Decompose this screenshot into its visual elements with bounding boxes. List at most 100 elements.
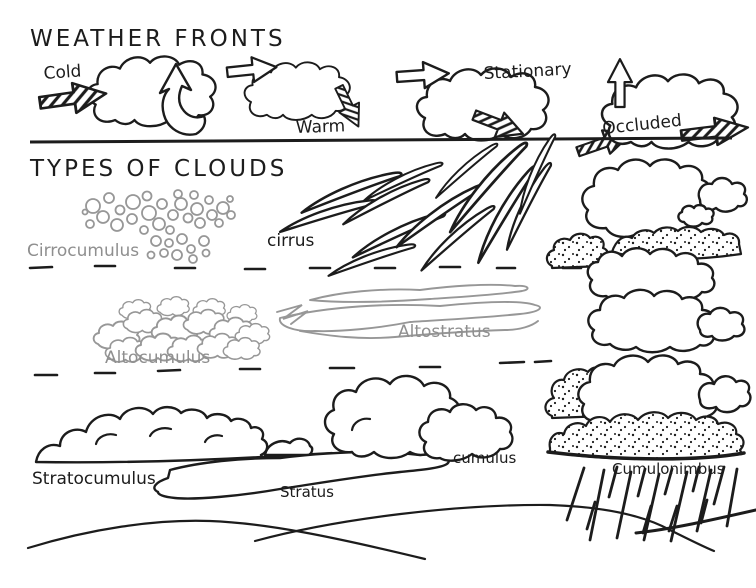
altostratus-figure: Altostratus (276, 283, 541, 342)
hill-line (253, 503, 716, 553)
cumulonimbus-puff-row (587, 288, 717, 354)
altostratus-streak (309, 283, 529, 303)
cc-dot (206, 209, 218, 221)
rain-line (607, 465, 619, 499)
altocumulus-label: Altocumulus (105, 348, 210, 368)
stratocumulus-scallop (148, 427, 173, 438)
rain-line (695, 468, 713, 533)
cc-dot (139, 225, 149, 235)
altostratus-streak (299, 320, 539, 339)
cumulonimbus-puff-row (696, 306, 746, 342)
rain-line (615, 470, 633, 540)
cc-dot (176, 233, 188, 245)
cumulonimbus-main-puff (697, 375, 752, 414)
cc-dot (216, 201, 230, 215)
altitude-dash (533, 359, 553, 364)
cc-dot (226, 195, 234, 203)
cirrus-label: cirrus (267, 231, 315, 251)
cumulus-figure: cumulus (323, 374, 517, 467)
hill-line (26, 519, 427, 561)
cumulonimbus-figure: Cumulonimbus (544, 158, 752, 543)
cirrocumulus-figure: Cirrocumulus (27, 189, 236, 264)
stratocumulus-label: Stratocumulus (32, 469, 156, 489)
rain-line (663, 467, 674, 496)
cirrus-wisp (276, 198, 381, 234)
cc-dot (141, 205, 157, 221)
weather-fronts-section: WEATHER FRONTS Cold Warm Stationary (29, 26, 751, 165)
hill-line (634, 508, 756, 535)
cc-dot (110, 218, 124, 232)
cc-dot (152, 217, 166, 231)
rain-line (565, 466, 586, 522)
cold-front-cloud (86, 55, 217, 128)
cloud-types-title: TYPES OF CLOUDS (29, 156, 287, 182)
cc-dot (194, 217, 206, 229)
cc-dot (182, 212, 194, 224)
ground-hills (26, 503, 756, 561)
stratocumulus-cloud (263, 437, 314, 457)
occluded-front-figure: Occluded (572, 58, 751, 165)
cumulus-label: cumulus (453, 449, 517, 467)
cc-dot (167, 209, 179, 221)
stationary-front-label: Stationary (483, 59, 572, 84)
cumulus-cloud (418, 403, 514, 462)
cumulonimbus-small-puff (677, 203, 715, 228)
cc-dot (186, 244, 196, 254)
stratus-label: Stratus (280, 483, 334, 501)
rain-line (636, 467, 647, 498)
altocumulus-figure: Altocumulus (92, 295, 271, 368)
cold-front-uplift-arrow-icon (158, 62, 207, 136)
cc-dot (164, 238, 174, 248)
cc-dot (114, 204, 126, 216)
cc-dot (81, 208, 89, 216)
cc-dot (173, 189, 183, 199)
cc-dot (226, 210, 236, 220)
ac-puff (156, 295, 190, 317)
cc-dot (201, 248, 211, 258)
rain-line (699, 498, 709, 525)
cirrus-figure: cirrus (267, 132, 570, 277)
warm-front-label: Warm (295, 116, 345, 138)
cc-dot (125, 194, 141, 210)
cloud-types-section: TYPES OF CLOUDS Cirrocumulus (26, 132, 756, 561)
cc-dot (85, 198, 101, 214)
cumulonimbus-base-line (546, 450, 746, 461)
altitude-dash (498, 360, 526, 365)
weather-fronts-title: WEATHER FRONTS (30, 26, 286, 52)
stratus-figure: Stratus (153, 450, 450, 501)
cc-dot (159, 248, 169, 258)
rain-line (712, 465, 726, 506)
cc-dot (85, 219, 95, 229)
cumulonimbus-top-cloud (697, 176, 749, 213)
cc-dot (188, 254, 198, 264)
cc-dot (126, 213, 138, 225)
stratocumulus-scallop (203, 434, 224, 444)
cc-dot (146, 250, 156, 260)
warm-front-figure: Warm (224, 53, 370, 138)
cumulonimbus-base-band (548, 411, 745, 461)
rain-line (691, 465, 701, 493)
cc-dot (103, 192, 115, 204)
stratocumulus-figure: Stratocumulus (32, 405, 334, 489)
cc-dot (190, 202, 204, 216)
cold-front-label: Cold (43, 61, 82, 84)
stratus-cloud (153, 450, 450, 500)
cc-dot (204, 195, 214, 205)
altitude-dash (156, 368, 182, 373)
altitude-dash-line-high (28, 264, 583, 271)
cumulus-scallop (350, 417, 372, 432)
cc-dot (165, 225, 175, 235)
cc-dot (174, 197, 188, 211)
altostratus-label: Altostratus (398, 322, 491, 342)
cold-front-figure: Cold (36, 55, 217, 136)
rain-line (588, 468, 606, 542)
altitude-dash-line-mid (33, 359, 553, 377)
altostratus-streak (279, 301, 541, 333)
cc-dot (141, 190, 153, 202)
altitude-dash (28, 265, 54, 270)
cc-dot (171, 249, 183, 261)
altostratus-fork (276, 304, 309, 325)
section-divider (29, 136, 733, 144)
